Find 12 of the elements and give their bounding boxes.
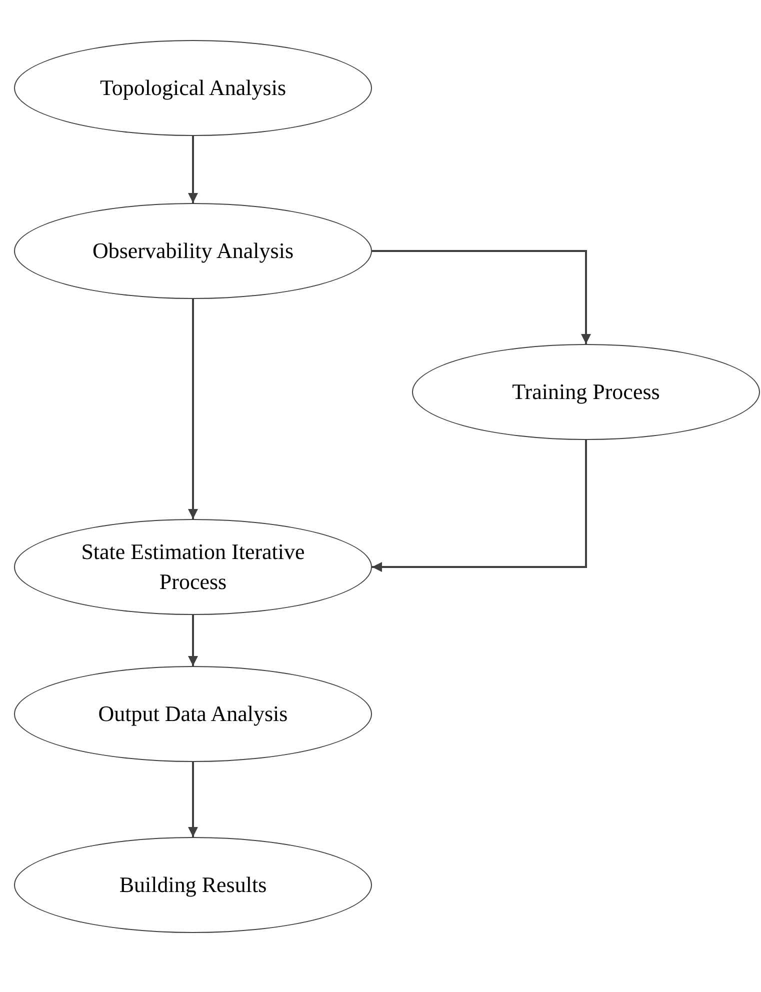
node-label: Training Process: [512, 378, 660, 406]
arrow: [372, 440, 587, 572]
arrow: [188, 615, 198, 666]
arrow: [188, 762, 198, 837]
node-label: Observability Analysis: [92, 237, 294, 266]
node-label: State Estimation Iterative Process: [80, 538, 306, 596]
node-label: Output Data Analysis: [98, 700, 288, 728]
node-label: Topological Analysis: [100, 74, 286, 102]
arrow: [372, 250, 591, 344]
arrow: [188, 136, 198, 203]
node-label: Building Results: [119, 871, 267, 900]
arrow: [188, 299, 198, 519]
